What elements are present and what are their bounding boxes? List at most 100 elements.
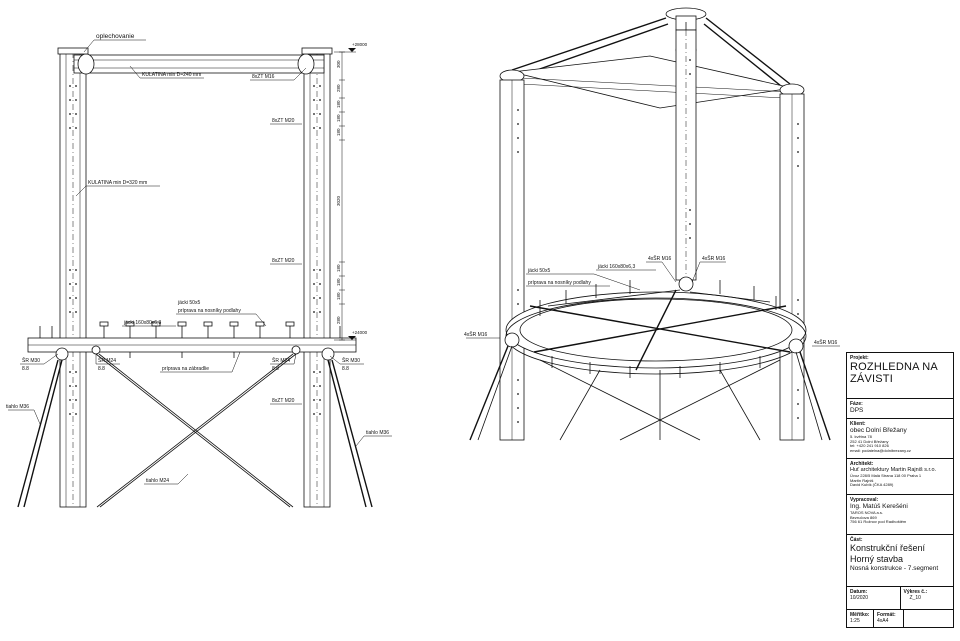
tb-datum-header: Datum: (850, 589, 868, 595)
label-tiahlo-m36-left: tiahlo M36 (6, 404, 29, 410)
tb-projekt: Projekt: ROZHLEDNA NA ZÁVISTI (847, 353, 953, 399)
tb-projekt-line1: ROZHLEDNA NA (850, 361, 938, 373)
tb-vykres-value: Z_10 (909, 595, 921, 601)
tb-klient: Klient: obec Dolní Břežany 5. května 78 … (847, 419, 953, 459)
tb-architekt-line: Úvoz 228/5 Malá Strana 118 00 Praha 1 (850, 473, 922, 478)
upper-ring (499, 44, 805, 109)
right-axonometric-view: 4xŠR M16 4xŠR M16 4xŠR M16 4xŠR M16 jäck… (464, 7, 840, 441)
tb-format-value: 4xA4 (877, 618, 889, 624)
label-right-priprava-nosniky: príprava na nosníky podlahy (528, 280, 591, 286)
level-markers (334, 48, 356, 341)
tb-vypracoval-line: TAROS NOVA a.s. (850, 510, 883, 515)
tb-meritko: Měřítko: 1:25 (847, 610, 873, 628)
label-jekl-50x5: jäcki 50x5 (177, 300, 200, 306)
label-sr-m24-right: ŠR M24 (272, 357, 290, 364)
tb-architekt-line: David Kubík (ČKA 4289) (850, 482, 894, 487)
tb-vypracoval-header: Vypracoval: (850, 497, 879, 503)
label-sr-m24-left-class: 8.8 (98, 366, 105, 372)
label-sr-m30-right: ŠR M30 (342, 357, 360, 364)
tb-architekt-line: Martin Rajniš (850, 477, 874, 483)
level-bottom: +24000 (352, 330, 368, 335)
top-beam (57, 47, 333, 75)
label-sr-m30-left-class: 8.8 (22, 366, 29, 372)
label-right-jekl-50x5: jäcki 50x5 (527, 268, 550, 274)
label-sr-m30-left: ŠR M30 (22, 357, 40, 364)
leader-lines (8, 39, 392, 485)
tb-vypracoval-line: Bezručova 869 (850, 514, 877, 520)
label-8xzt-m20-upper: 8xZT M20 (272, 118, 295, 124)
label-4xsr-m16-left: 4xŠR M16 (464, 331, 488, 338)
label-tiahlo-m24: tiahlo M24 (146, 478, 169, 484)
tb-klient-line: 252 41 Dolní Břežany (850, 438, 889, 444)
tb-architekt-header: Architekt: (850, 461, 874, 467)
dim-8: 180 (336, 278, 341, 286)
dim-10: 280 (336, 316, 341, 324)
label-priprava-nosniky: príprava na nosníky podlahy (178, 308, 241, 314)
tb-klient-name: obec Dolní Břežany (850, 427, 907, 434)
title-block: Projekt: ROZHLEDNA NA ZÁVISTI Fáze: DPS … (846, 352, 954, 628)
dim-3: 180 (336, 100, 341, 108)
tb-datum-value: 10/2020 (850, 595, 869, 601)
label-right-jekl-160x80: jäcki 160x80x6,3 (597, 264, 635, 270)
label-8xzt-m20-lower: 8xZT M20 (272, 398, 295, 404)
right-leader-lines (466, 261, 840, 347)
label-8xzt-m16: 8xZT M16 (252, 74, 275, 80)
tb-row-datum: Datum: 10/2020 Výkres č.: Z_10 (847, 587, 953, 610)
tb-cast: Část: Konstrukční řešení Horný stavba No… (847, 535, 953, 587)
tb-architekt-name: Huť architektury Martin Rajniš s.r.o. (850, 467, 937, 473)
tb-cast-header: Část: (850, 537, 863, 543)
tb-vypracoval-name: Ing. Matúš Kerešéni (850, 503, 908, 510)
tb-faze-value: DPS (850, 407, 864, 414)
tb-meritko-value: 1:25 (850, 618, 860, 624)
tb-datum: Datum: 10/2020 (847, 587, 900, 609)
left-column (59, 51, 87, 508)
right-tie-rods (469, 345, 831, 441)
tb-meritko-header: Měřítko: (850, 612, 870, 618)
right-platform (504, 276, 807, 378)
dim-6: 3020 (336, 195, 341, 206)
tb-vypracoval-line: 756 61 Rožnov pod Radhoštěm (850, 519, 907, 524)
label-priprava-zabradlie: príprava na zábradlie (162, 366, 209, 372)
dim-9: 180 (336, 292, 341, 300)
label-jekl-160x80: jäcki 160x80x6,3 (123, 320, 161, 326)
dim-7: 180 (336, 264, 341, 272)
label-sr-m30-right-class: 8.8 (342, 366, 349, 372)
left-elevation: oplechovanie KULATINA min D=240 mm 8xZT … (6, 33, 392, 508)
label-tiahlo-m36-right: tiahlo M36 (366, 430, 389, 436)
dim-2: 280 (336, 84, 341, 92)
tb-vykres: Výkres č.: Z_10 (899, 587, 954, 609)
tb-row-meritko: Měřítko: 1:25 Formát: 4xA4 (847, 610, 953, 628)
tb-klient-header: Klient: (850, 421, 866, 427)
tb-faze-header: Fáze: (850, 401, 863, 407)
right-column (303, 51, 331, 508)
tb-vykres-header: Výkres č.: (903, 589, 928, 595)
tb-klient-line: 5. května 78 (850, 434, 872, 439)
platform-beam (27, 321, 357, 361)
dim-4: 180 (336, 114, 341, 122)
tb-klient-line: tel: +420 241 910 826 (850, 443, 889, 448)
level-top: +28000 (352, 42, 368, 47)
label-sr-m24-left: ŠR M24 (98, 357, 116, 364)
tb-empty-cell (903, 610, 953, 628)
label-kulatina-column: KULATINA min D=320 mm (88, 180, 147, 186)
label-sr-m24-right-class: 8.8 (272, 366, 279, 372)
tb-klient-line: email: podatelna@dolnibrezany.cz (850, 447, 911, 453)
dim-5: 180 (336, 128, 341, 136)
tb-format: Formát: 4xA4 (873, 610, 903, 628)
tb-cast-line1: Konstrukční řešení (850, 543, 926, 553)
right-columns (499, 29, 805, 441)
label-4xsr-m16-right: 4xŠR M16 (814, 339, 838, 346)
tb-projekt-header: Projekt: (850, 355, 869, 361)
dim-1: 300 (336, 60, 341, 68)
tb-faze: Fáze: DPS (847, 399, 953, 419)
tb-architekt: Architekt: Huť architektury Martin Rajni… (847, 459, 953, 495)
label-8xzt-m20-middle: 8xZT M20 (272, 258, 295, 264)
tb-projekt-line2: ZÁVISTI (850, 373, 893, 385)
tb-vypracoval: Vypracoval: Ing. Matúš Kerešéni TAROS NO… (847, 495, 953, 535)
tb-format-header: Formát: (877, 612, 896, 618)
label-oplechovanie: oplechovanie (96, 33, 135, 40)
tb-cast-line2: Horný stavba (850, 554, 904, 564)
label-4xsr-m16-top-left: 4xŠR M16 (648, 255, 672, 262)
tie-rods (17, 353, 373, 508)
